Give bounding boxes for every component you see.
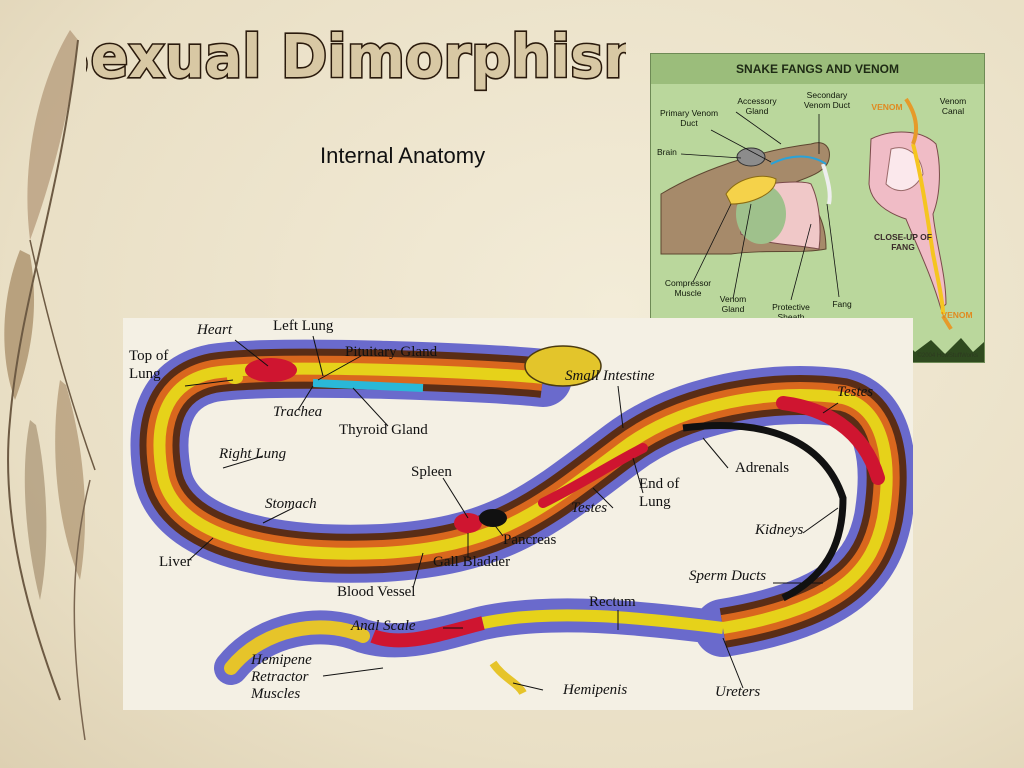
fangs-illustration xyxy=(651,84,984,362)
label-top-of-lung-line2: Lung xyxy=(129,366,161,382)
label-spleen: Spleen xyxy=(411,464,452,480)
label-hemipene: Hemipene xyxy=(251,652,312,668)
label-primary-venom-duct: Primary Venom Duct xyxy=(659,108,719,128)
label-end-of-lung-line1: End of xyxy=(639,476,680,492)
label-liver: Liver xyxy=(159,554,192,570)
label-venom-gland: Venom Gland xyxy=(719,294,747,314)
label-trachea: Trachea xyxy=(273,404,323,420)
svg-text:Sexual Dimorphism: Sexual Dimorphism xyxy=(86,23,626,92)
fangs-copyright: ©2004 HowStuffWorks xyxy=(917,353,978,359)
label-adrenals: Adrenals xyxy=(735,460,790,476)
label-rectum: Rectum xyxy=(589,594,636,610)
label-testes-middle: Testes xyxy=(571,500,608,516)
label-venom-canal: Venom Canal xyxy=(939,96,967,116)
label-fang: Fang xyxy=(832,299,852,309)
label-accessory-gland: Accessory Gland xyxy=(737,96,777,116)
label-brain: Brain xyxy=(657,147,677,157)
label-pituitary-gland: Pituitary Gland xyxy=(345,344,438,360)
leaf-decoration xyxy=(4,30,96,741)
label-heart: Heart xyxy=(197,322,232,338)
label-gall-bladder: Gall Bladder xyxy=(433,554,511,570)
internal-anatomy-figure: Heart Left Lung Top of Lung Pituitary Gl… xyxy=(123,318,913,710)
label-compressor-muscle: Compressor Muscle xyxy=(664,278,712,298)
label-end-of-lung-line2: Lung xyxy=(639,494,671,510)
label-kidneys: Kidneys xyxy=(755,522,804,538)
label-hemipenis: Hemipenis xyxy=(563,682,628,698)
label-blood-vessel: Blood Vessel xyxy=(337,584,416,600)
label-pancreas: Pancreas xyxy=(503,532,557,548)
label-muscles: Muscles xyxy=(251,686,301,702)
label-retractor: Retractor xyxy=(251,669,309,685)
fangs-venom-figure: SNAKE FANGS AND VENOM xyxy=(650,53,985,363)
snake-anatomy-illustration xyxy=(130,335,913,696)
slide-subtitle: Internal Anatomy xyxy=(320,143,486,168)
label-left-lung: Left Lung xyxy=(273,318,334,334)
fangs-figure-title: SNAKE FANGS AND VENOM xyxy=(651,54,984,84)
label-closeup-of-fang: CLOSE-UP OF FANG xyxy=(874,232,932,252)
slide-title: Sexual Dimorphism xyxy=(86,21,626,93)
label-ureters: Ureters xyxy=(715,684,761,700)
label-sperm-ducts: Sperm Ducts xyxy=(689,568,767,584)
label-right-lung: Right Lung xyxy=(219,446,287,462)
label-top-of-lung-line1: Top of xyxy=(129,348,169,364)
label-small-intestine: Small Intestine xyxy=(565,368,655,384)
label-venom-bottom: VENOM xyxy=(941,310,973,320)
label-venom-top: VENOM xyxy=(871,102,903,112)
label-protective-sheath: Protective Sheath xyxy=(772,302,810,322)
label-stomach: Stomach xyxy=(265,496,317,512)
label-testes-upper: Testes xyxy=(837,384,874,400)
label-thyroid-gland: Thyroid Gland xyxy=(339,422,428,438)
label-secondary-venom-duct: Secondary Venom Duct xyxy=(803,90,851,110)
label-anal-scale: Anal Scale xyxy=(351,618,416,634)
